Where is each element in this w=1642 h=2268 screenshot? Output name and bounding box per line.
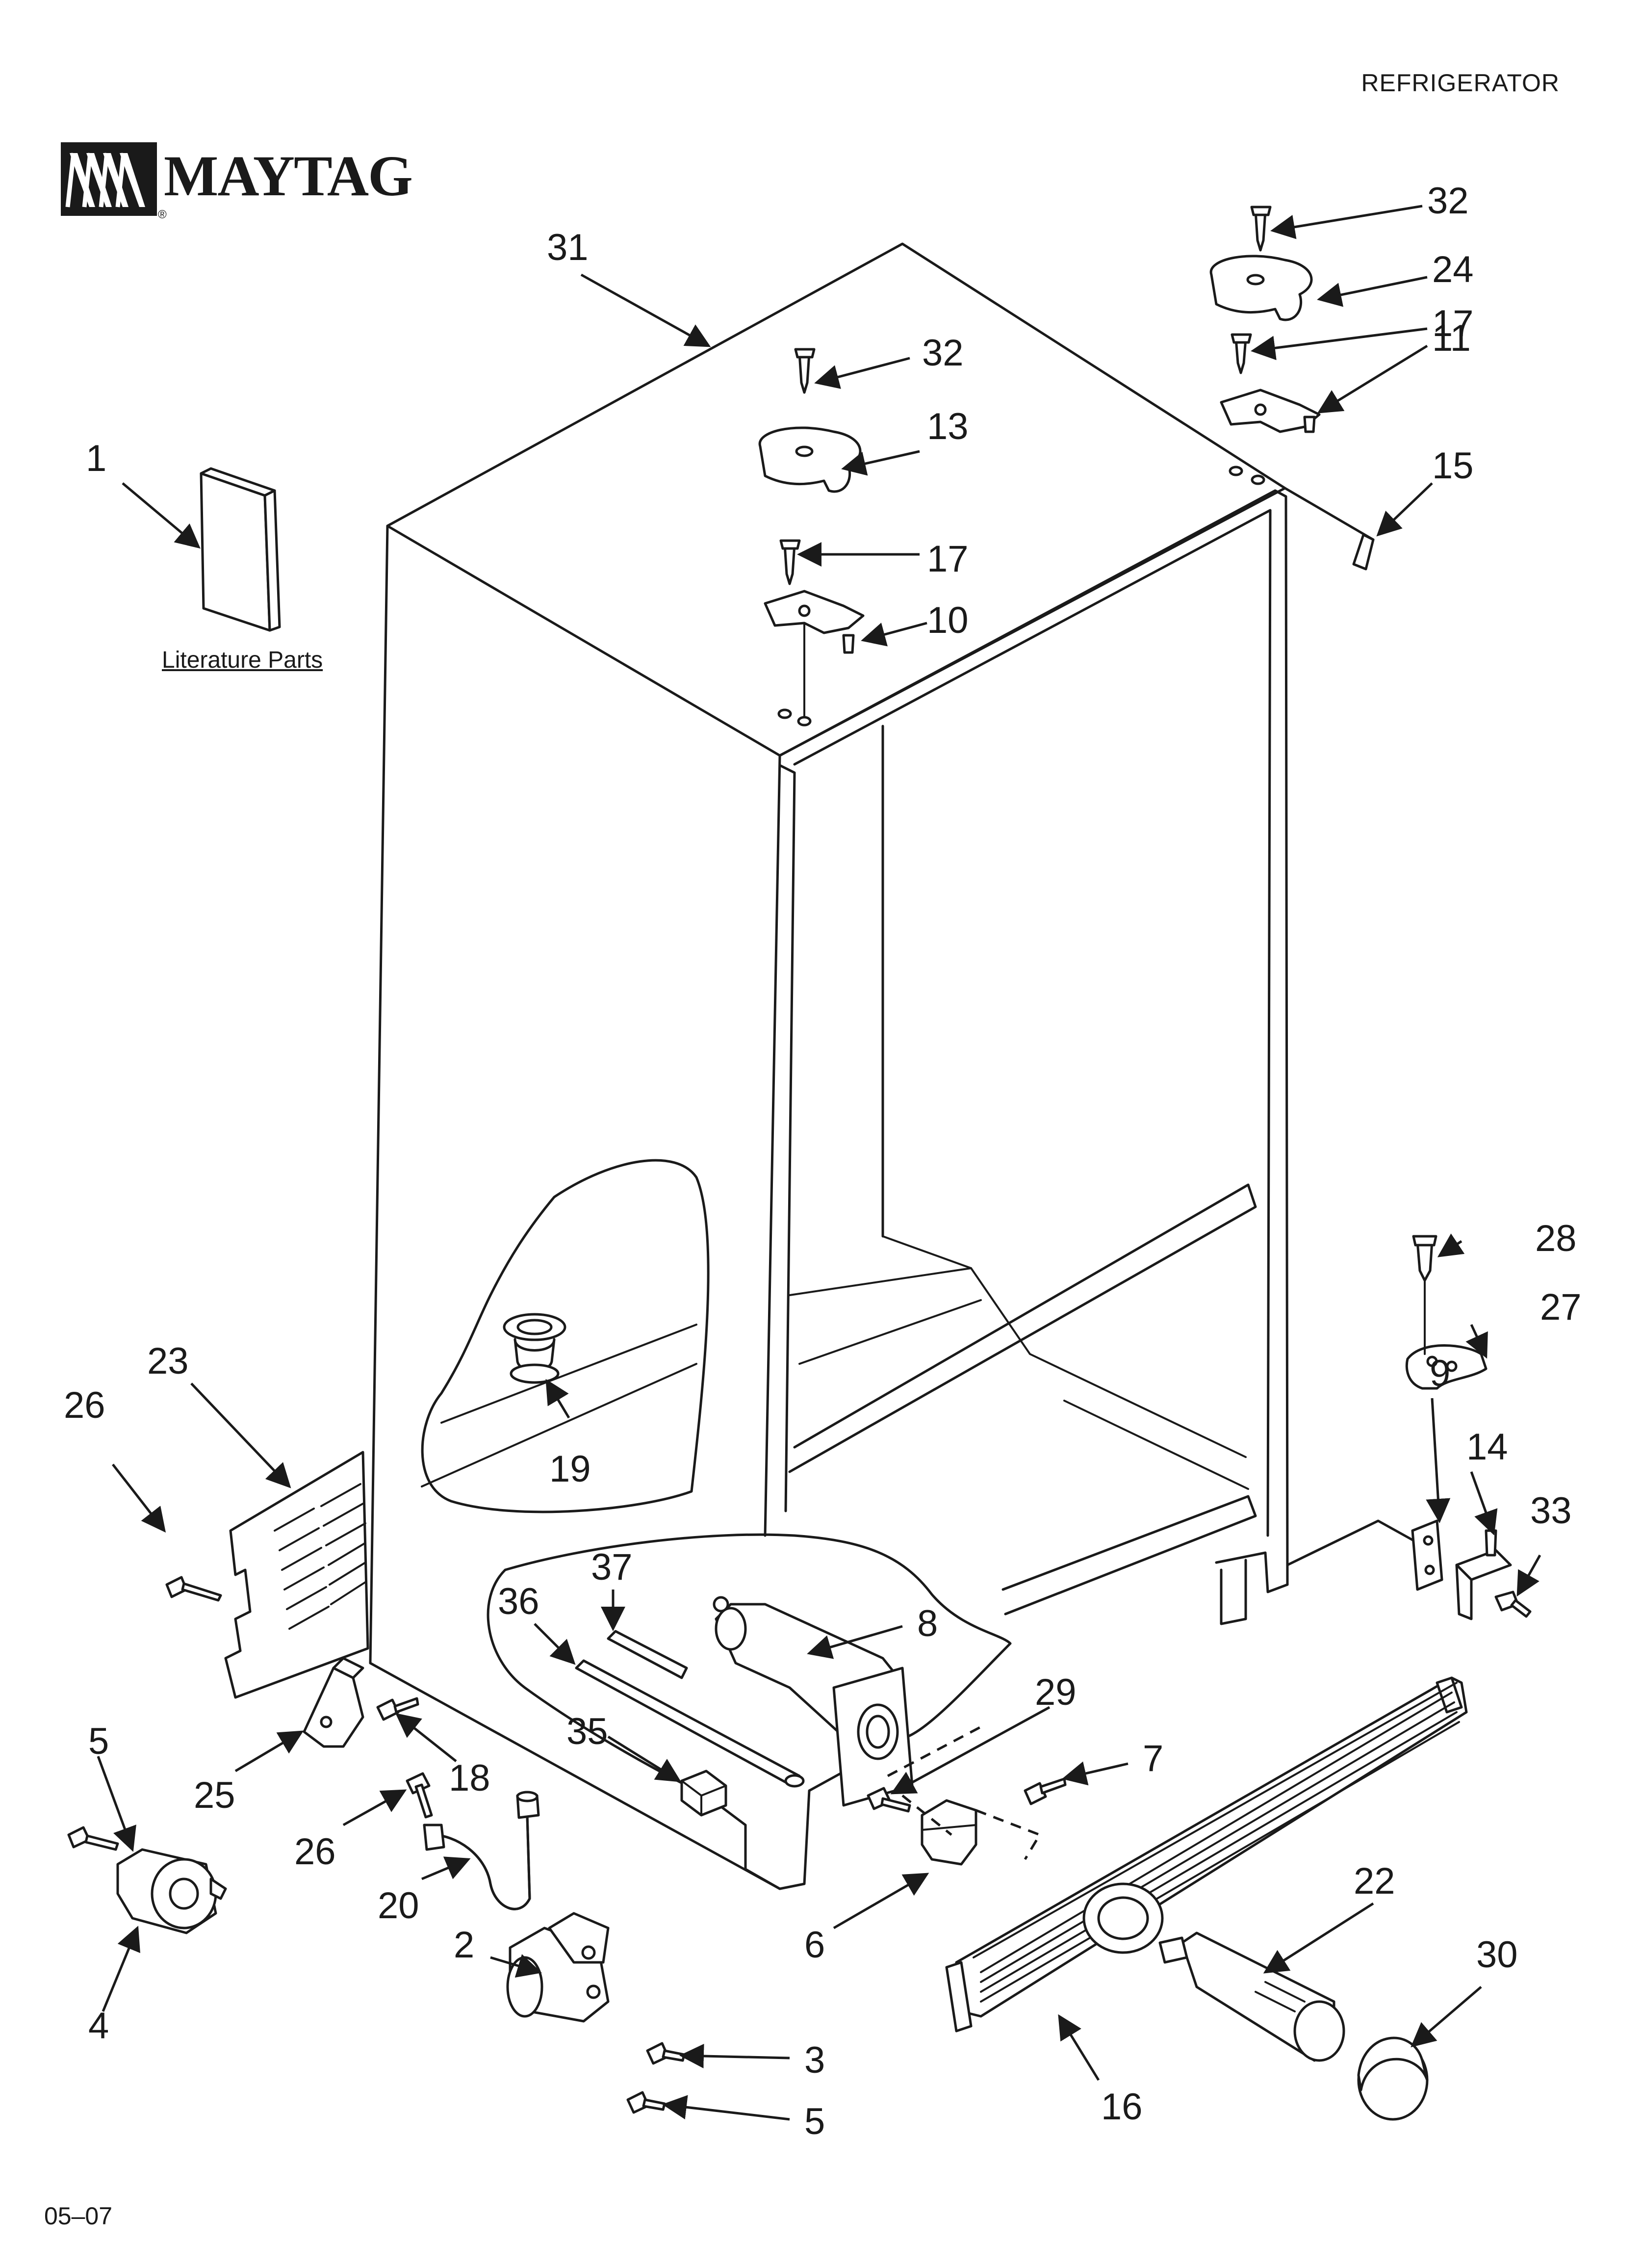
callout-6: 6: [804, 1924, 825, 1966]
registered-mark: ®: [158, 208, 167, 221]
callout-32a: 32: [922, 332, 964, 374]
callout-26a: 26: [64, 1384, 105, 1426]
assembly-path-filter: [887, 1725, 1042, 1860]
callout-1: 1: [86, 438, 106, 479]
front-roller-left: [67, 1826, 227, 1934]
footer-code: 05–07: [44, 2202, 113, 2230]
cutaway-window-lower: [487, 1533, 1012, 1890]
rod-36: [575, 1659, 805, 1788]
callout-10: 10: [927, 600, 969, 641]
callout-26b: 26: [294, 1831, 336, 1873]
callout-18: 18: [449, 1757, 490, 1799]
callout-16: 16: [1101, 2086, 1143, 2128]
clip-35: [680, 1770, 727, 1817]
callout-14: 14: [1466, 1426, 1508, 1468]
callout-36: 36: [498, 1581, 539, 1622]
filter-housing-8: [713, 1596, 914, 1807]
top-hinge-right: [1209, 206, 1375, 571]
callout-9: 9: [1430, 1353, 1450, 1394]
callout-28: 28: [1535, 1218, 1577, 1259]
callout-2: 2: [454, 1924, 474, 1966]
section-title: REFRIGERATOR: [1361, 69, 1560, 97]
cabinet: [369, 242, 1424, 1890]
callout-13: 13: [927, 406, 969, 447]
front-roller-right: [506, 1912, 686, 2114]
screw-26-upper: [165, 1576, 222, 1602]
callout-27: 27: [1540, 1286, 1582, 1328]
rear-grille: [224, 1451, 369, 1699]
screw-18: [376, 1697, 419, 1721]
callout-3: 3: [804, 2039, 825, 2081]
callout-5a: 5: [88, 1721, 109, 1762]
filter-cap-30: [1357, 2036, 1429, 2121]
callout-20: 20: [378, 1885, 419, 1927]
callout-15: 15: [1432, 445, 1474, 487]
screw-26-lower: [406, 1772, 433, 1819]
pin-37: [607, 1630, 688, 1679]
callout-25: 25: [194, 1774, 235, 1816]
literature-parts-label: Literature Parts: [162, 647, 323, 673]
callout-4: 4: [88, 2005, 109, 2047]
water-tube-20: [423, 1791, 540, 1910]
callout-19: 19: [549, 1448, 591, 1490]
maytag-emblem-icon: [61, 142, 157, 216]
literature-parts-icon: [200, 467, 281, 632]
callout-17a: 17: [927, 538, 969, 580]
callout-7: 7: [1143, 1738, 1163, 1779]
bracket-9: [1411, 1519, 1443, 1591]
callout-35: 35: [566, 1711, 608, 1752]
callout-8: 8: [917, 1603, 938, 1644]
brand-logo: MAYTAG ®: [61, 138, 414, 227]
callout-24: 24: [1432, 249, 1474, 290]
screw-28: [1412, 1235, 1437, 1282]
callout-23: 23: [147, 1340, 189, 1382]
screw-7: [1024, 1777, 1067, 1805]
brand-name: MAYTAG: [164, 144, 413, 208]
callout-31: 31: [547, 227, 589, 268]
callout-37: 37: [591, 1546, 633, 1588]
base-grille-16: [945, 1676, 1468, 2033]
top-hinge-left: [758, 348, 865, 727]
hinge-14: [1455, 1529, 1512, 1620]
water-filter-22: [1158, 1931, 1345, 2062]
drain-grommet-icon: [503, 1313, 566, 1384]
cutaway-window-upper: [421, 1159, 710, 1513]
callout-17b: 17: [1432, 303, 1474, 344]
callout-30: 30: [1476, 1934, 1518, 1976]
callout-29: 29: [1035, 1671, 1077, 1713]
callout-22: 22: [1354, 1860, 1395, 1902]
callout-11: 11: [1432, 317, 1471, 359]
callout-33: 33: [1530, 1490, 1572, 1532]
screw-33: [1494, 1590, 1532, 1618]
leader-lines: [97, 205, 1541, 2121]
bracket-25: [303, 1657, 364, 1748]
screw-29: [867, 1787, 911, 1813]
callout-5b: 5: [804, 2101, 825, 2142]
callout-numbers: 1 2 3 4 5 5 6 7 8 9 10 11 13 14 15 16 17…: [64, 180, 1582, 2142]
callout-32b: 32: [1427, 180, 1469, 222]
